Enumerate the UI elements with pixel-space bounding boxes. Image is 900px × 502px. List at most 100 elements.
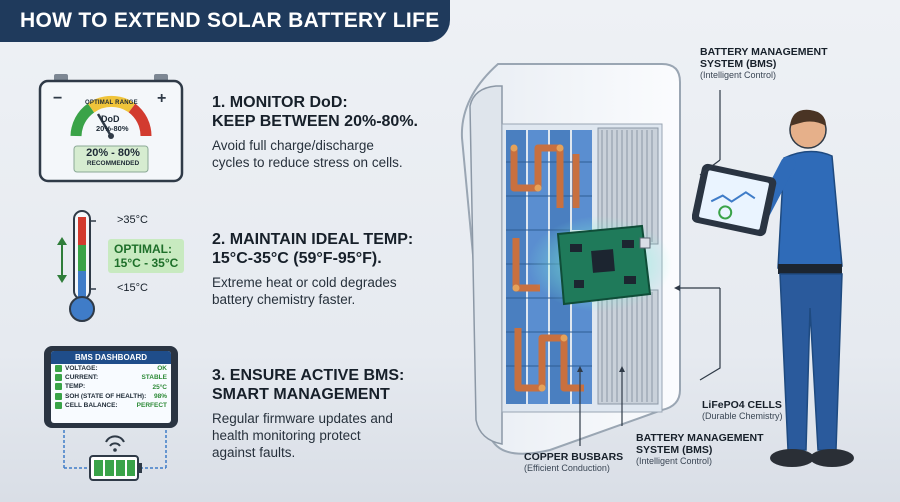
bms-row: CELL BALANCE: PERFECT: [51, 401, 171, 410]
callout-bms-bottom: BATTERY MANAGEMENT SYSTEM (BMS) (Intelli…: [636, 432, 764, 467]
thermo-low-label: <15°C: [117, 282, 149, 294]
thermometer-bulb: [69, 296, 95, 322]
callout-busbars: COPPER BUSBARS (Efficient Conduction): [524, 451, 623, 474]
thermometer-optimal-zone: [78, 245, 86, 271]
wireless-battery-illustration: [63, 430, 167, 481]
callout-bms-top: BATTERY MANAGEMENT SYSTEM (BMS) (Intelli…: [700, 46, 828, 81]
callout-bms-bottom-line1: BATTERY MANAGEMENT: [636, 432, 764, 444]
bms-row-value: OK: [157, 365, 167, 373]
bms-component: [622, 240, 634, 248]
wifi-icon-dot: [113, 448, 117, 452]
tip-3-heading-line2: SMART MANAGEMENT: [212, 386, 390, 403]
callout-busbars-sub: (Efficient Conduction): [524, 463, 610, 473]
gauge-readout: 20% - 80%: [86, 147, 140, 159]
callout-cells-sub: (Durable Chemistry): [702, 411, 783, 421]
bms-row-label: CELL BALANCE:: [65, 402, 118, 410]
bms-row-value: 98%: [153, 392, 167, 400]
range-arrow-up-icon: [57, 237, 67, 245]
gauge-readout-sub: RECOMMENDED: [86, 160, 140, 167]
gauge-arc-green: [70, 103, 95, 137]
bms-dashboard-title: BMS DASHBOARD: [51, 351, 171, 364]
tablet-chart-line: [710, 191, 756, 203]
tip-1-body-line2: cycles to reduce stress on cells.: [212, 155, 403, 170]
thermo-optimal-label: OPTIMAL:: [114, 242, 172, 256]
bms-row-label: TEMP:: [65, 383, 86, 391]
technician-pants: [779, 273, 843, 451]
wifi-icon-outer: [105, 435, 125, 443]
tip-3: 3. ENSURE ACTIVE BMS: SMART MANAGEMENT R…: [212, 366, 404, 461]
tip-3-heading-line1: 3. ENSURE ACTIVE BMS:: [212, 367, 405, 384]
check-icon: [55, 374, 62, 382]
gauge-dod-range: 20%-80%: [96, 124, 129, 133]
bms-row: CURRENT:STABLE: [51, 373, 171, 382]
thermometer-illustration: [57, 210, 96, 322]
cell-column: [572, 302, 592, 404]
bolt: [512, 284, 520, 292]
bms-dashboard-tablet: BMS DASHBOARD VOLTAGE:OK CURRENT:STABLE …: [44, 346, 178, 428]
thermometer-cold-zone: [78, 271, 86, 303]
tip-2-heading-line2: 15°C-35°C (59°F-95°F).: [212, 250, 382, 267]
battery-gauge-illustration: [38, 74, 184, 183]
tip-3-body-line1: Regular firmware updates and: [212, 411, 393, 426]
bms-row-value: PERFECT: [136, 401, 167, 409]
busbar: [510, 144, 564, 208]
battery-bar: [94, 460, 103, 476]
thermometer-hot-zone: [78, 217, 86, 245]
bms-component: [624, 276, 636, 284]
bolt: [538, 384, 546, 392]
tip-2-body-line1: Extreme heat or cold degrades: [212, 275, 397, 290]
tip-1-heading-line2: KEEP BETWEEN 20%-80%.: [212, 113, 418, 130]
busbar-bolts: [510, 144, 568, 392]
bms-connector: [639, 237, 651, 249]
check-icon: [55, 365, 62, 372]
callout-bms-top-line2: SYSTEM (BMS): [700, 58, 777, 70]
battery-bar: [116, 460, 125, 476]
bms-row-value: 25°C: [152, 383, 167, 391]
technician-illustration: [692, 109, 854, 467]
gauge-arc-label: OPTIMAL RANGE: [85, 100, 138, 106]
page-title: HOW TO EXTEND SOLAR BATTERY LIFE: [0, 0, 450, 42]
bms-row-label: CURRENT:: [65, 374, 99, 382]
gauge-arc-red: [128, 103, 152, 137]
gauge-dod-label: DoD: [101, 114, 120, 124]
bms-chip: [591, 249, 615, 273]
tip-1-heading-line1: 1. MONITOR DoD:: [212, 94, 348, 111]
check-icon: [55, 392, 62, 400]
callout-bms-top-sub: (Intelligent Control): [700, 70, 777, 80]
gauge-minus: −: [53, 90, 63, 107]
tip-1-body-line1: Avoid full charge/discharge: [212, 138, 374, 153]
bms-dashboard-screen: BMS DASHBOARD VOLTAGE:OK CURRENT:STABLE …: [51, 351, 171, 423]
callout-busbars-label: COPPER BUSBARS: [524, 451, 624, 463]
tip-3-body-line2: health monitoring protect: [212, 428, 361, 443]
bolt: [560, 334, 568, 342]
tablet-gauge: [718, 205, 733, 220]
thermo-high-label: >35°C: [117, 214, 149, 226]
gauge-needle: [96, 113, 113, 137]
busbar: [514, 328, 584, 392]
bms-row: TEMP: 25°C: [51, 382, 171, 391]
technician-hair: [790, 109, 826, 126]
technician-belt: [778, 264, 842, 274]
range-arrow-down-icon: [57, 275, 67, 283]
bolt: [556, 144, 564, 152]
tip-3-body-line3: against faults.: [212, 445, 296, 460]
cabinet-door-frame: [469, 85, 503, 445]
technician-shirt: [777, 150, 843, 269]
callout-cells-label: LiFePO4 CELLS: [702, 399, 782, 411]
bms-row: VOLTAGE: OK: [51, 364, 171, 373]
gauge-plus: +: [157, 90, 167, 107]
callout-bms-top-line1: BATTERY MANAGEMENT: [700, 46, 828, 58]
tip-2-body-line2: battery chemistry faster.: [212, 292, 356, 307]
wifi-icon-inner: [109, 442, 121, 447]
thermo-optimal-box: OPTIMAL: 15°C - 35°C: [108, 239, 185, 273]
gauge-needle-hub: [108, 133, 114, 139]
callout-bms-bottom-sub: (Intelligent Control): [636, 456, 713, 466]
thermo-optimal-range: 15°C - 35°C: [114, 256, 179, 270]
technician-shoe-left: [770, 449, 814, 467]
battery-cabinet-illustration: [460, 63, 681, 455]
gauge-arc-yellow: [87, 95, 136, 113]
gauge-readout-box: [73, 145, 149, 173]
tip-2-heading-line1: 2. MAINTAIN IDEAL TEMP:: [212, 231, 414, 248]
bms-row-label: VOLTAGE:: [65, 365, 98, 373]
battery-bar: [127, 460, 135, 476]
